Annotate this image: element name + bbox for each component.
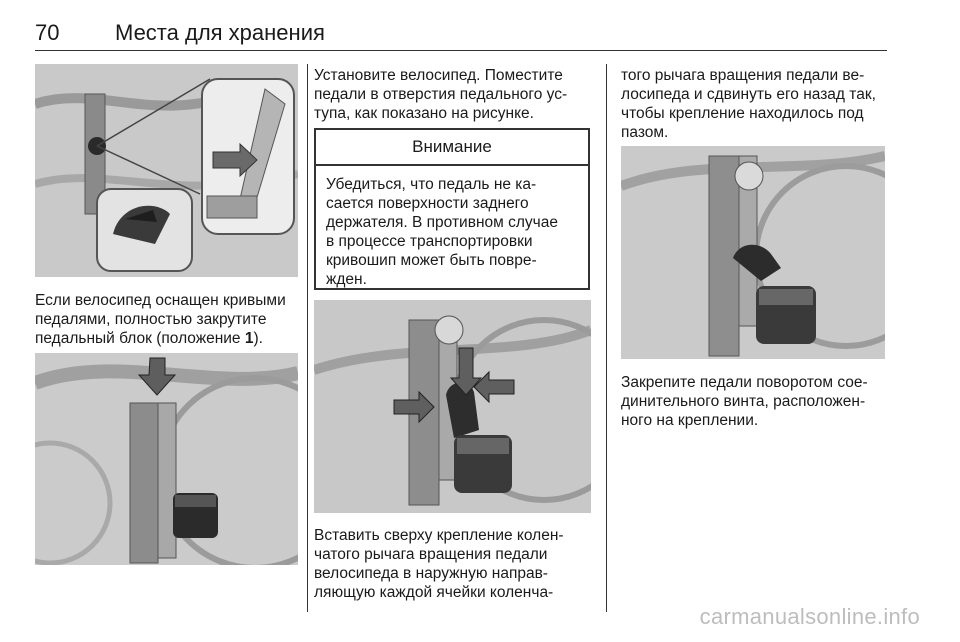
warning-line: Убедиться, что педаль не ка- <box>326 176 537 193</box>
warning-line: сается поверхности заднего <box>326 195 529 212</box>
figure-tighten-screw <box>621 146 885 359</box>
figure-bike-holder-pedal <box>35 353 298 565</box>
col3-paragraph-2: Закрепите педали поворотом сое- динитель… <box>621 373 901 430</box>
col3-paragraph-1: того рычага вращения педали ве- лосипеда… <box>621 66 901 142</box>
col1-line: педалями, полностью закрутите <box>35 311 267 328</box>
illustration-crank-mount <box>314 300 591 513</box>
header-rule <box>35 50 887 51</box>
col3-line: чтобы крепление находилось под <box>621 105 864 122</box>
position-number: 1 <box>244 330 254 347</box>
col2-line: Вставить сверху крепление колен- <box>314 527 564 544</box>
warning-line: жден. <box>326 271 367 288</box>
col1-line: Если велосипед оснащен кривыми <box>35 292 286 309</box>
illustration-pedal-unit <box>35 64 298 277</box>
warning-line: в процессе транспортировки <box>326 233 533 250</box>
watermark: carmanualsonline.info <box>699 604 920 629</box>
figure-pedal-unit-detail <box>35 64 298 277</box>
section-title: Места для хранения <box>115 20 325 45</box>
col3-line: динительного винта, расположен- <box>621 393 866 410</box>
col1-line: педальный блок (положение 1). <box>35 330 263 347</box>
illustration-bike-holder <box>35 353 298 565</box>
warning-line: кривошип может быть повре- <box>326 252 537 269</box>
column-divider-1 <box>307 64 308 612</box>
warning-box: Внимание Убедиться, что педаль не ка- са… <box>314 128 590 290</box>
figure-insert-crank-mount <box>314 300 591 513</box>
warning-body: Убедиться, что педаль не ка- сается пове… <box>316 166 588 289</box>
col2-line: чатого рычага вращения педали <box>314 546 548 563</box>
col2-intro-paragraph: Установите велосипед. Поместите педали в… <box>314 66 598 123</box>
column-divider-2 <box>606 64 607 612</box>
col2-line: Установите велосипед. Поместите <box>314 67 563 84</box>
col3-line: того рычага вращения педали ве- <box>621 67 865 84</box>
col2-line: ляющую каждой ячейки коленча- <box>314 584 554 601</box>
col3-line: пазом. <box>621 124 669 141</box>
page-header: 70 Места для хранения <box>35 20 885 50</box>
page-number: 70 <box>35 20 60 45</box>
col2-line: велосипеда в наружную направ- <box>314 565 548 582</box>
warning-title: Внимание <box>316 130 588 166</box>
col2-line: педали в отверстия педального ус- <box>314 86 568 103</box>
col3-line: лосипеда и сдвинуть его назад так, <box>621 86 876 103</box>
warning-line: держателя. В противном случае <box>326 214 558 231</box>
col1-paragraph: Если велосипед оснащен кривыми педалями,… <box>35 291 303 348</box>
illustration-tighten-screw <box>621 146 885 359</box>
col3-line: Закрепите педали поворотом сое- <box>621 374 868 391</box>
col3-line: ного на креплении. <box>621 412 759 429</box>
col2-line: тупа, как показано на рисунке. <box>314 105 534 122</box>
col2-paragraph-2: Вставить сверху крепление колен- чатого … <box>314 526 598 602</box>
